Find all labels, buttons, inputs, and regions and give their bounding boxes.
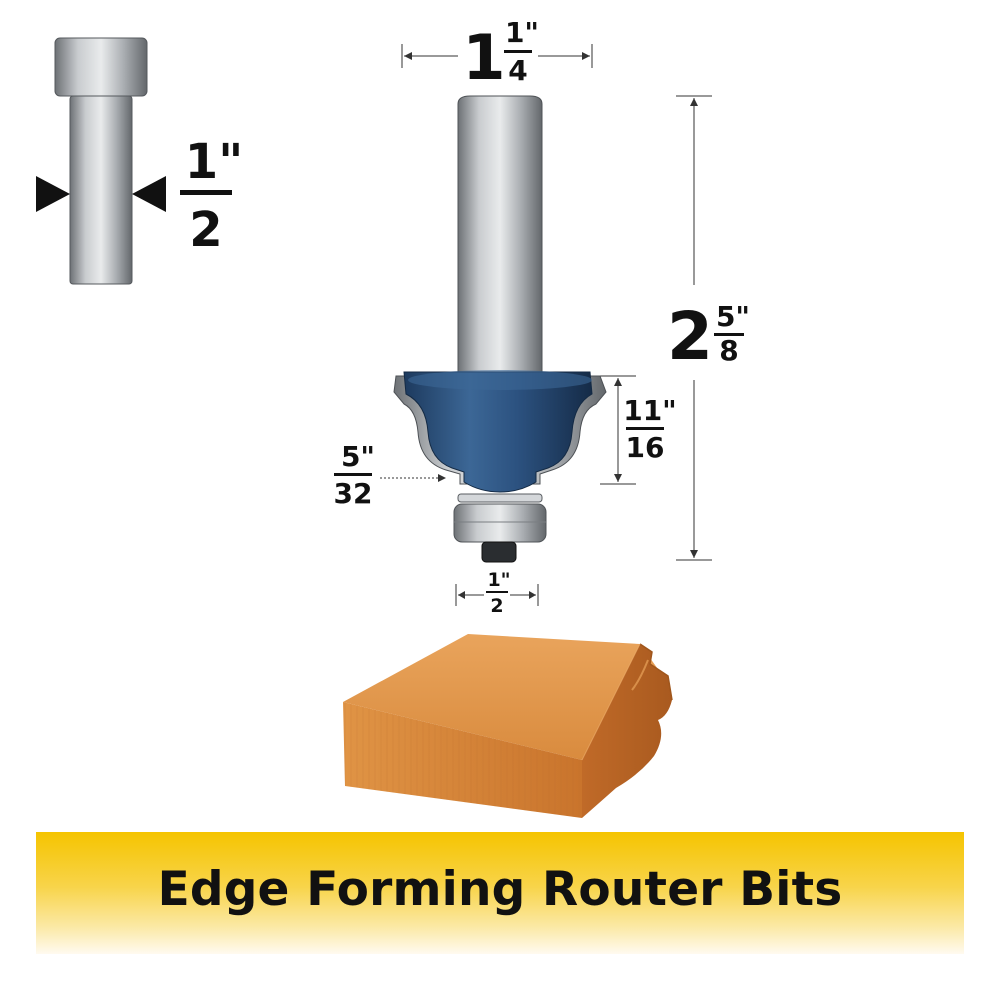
shank-icon <box>36 37 166 285</box>
cutting-diameter-label: 1 1" 4 <box>462 16 539 94</box>
dimension-arrowheads <box>404 52 698 599</box>
shank-diameter-label: 1" 2 <box>180 134 243 258</box>
shank-diameter-denominator: 2 <box>189 202 222 258</box>
banner-title: Edge Forming Router Bits <box>157 862 843 917</box>
bearing-diameter-label: 1" 2 <box>486 569 511 617</box>
cutting-diameter-numerator: 1" <box>505 16 539 49</box>
overall-length-numerator: 5" <box>716 300 750 333</box>
dimension-lines <box>380 44 712 606</box>
title-banner: Edge Forming Router Bits <box>36 832 964 954</box>
cutting-length-denominator: 16 <box>626 431 665 464</box>
wood-profile-sample <box>343 634 673 818</box>
cutting-diameter-denominator: 4 <box>508 54 527 87</box>
cutting-length-numerator: 11" <box>623 394 677 427</box>
radius-label: 5" 32 <box>334 440 376 510</box>
radius-numerator: 5" <box>341 440 375 473</box>
arrow-right-icon <box>36 176 70 212</box>
bearing-diameter-numerator: 1" <box>487 569 510 591</box>
overall-length-label: 2 5" 8 <box>667 298 750 375</box>
radius-denominator: 32 <box>334 477 373 510</box>
bearing-diameter-denominator: 2 <box>490 595 503 617</box>
overall-length-whole: 2 <box>667 298 713 375</box>
overall-length-denominator: 8 <box>719 334 738 367</box>
router-bit <box>393 95 607 563</box>
cutting-diameter-whole: 1 <box>462 21 505 94</box>
arrow-left-icon <box>132 176 166 212</box>
cutting-length-label: 11" 16 <box>623 394 677 464</box>
shank-diameter-numerator: 1" <box>185 134 243 190</box>
